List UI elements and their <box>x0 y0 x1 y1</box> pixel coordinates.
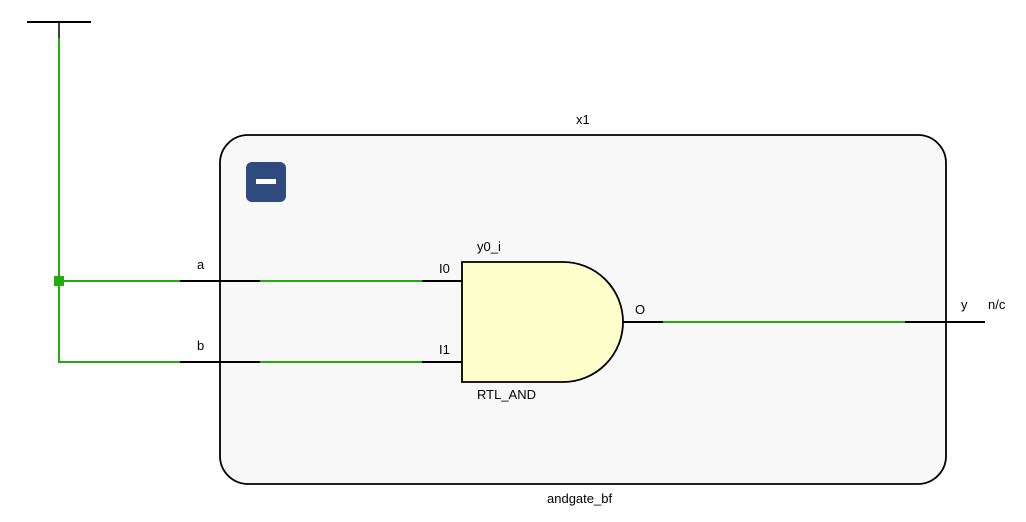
and-gate[interactable] <box>461 261 624 383</box>
net-junction <box>54 276 64 286</box>
pin-o-label: O <box>635 302 645 317</box>
module-label: andgate_bf <box>547 491 612 506</box>
instance-label: x1 <box>576 112 590 127</box>
no-connect-label: n/c <box>988 297 1006 312</box>
gate-type-label: RTL_AND <box>477 387 536 402</box>
port-y-label: y <box>961 297 968 312</box>
pin-i1-label: I1 <box>439 342 450 357</box>
port-b-label: b <box>197 338 204 353</box>
gate-instance-label: y0_i <box>477 239 501 254</box>
net-supply[interactable] <box>58 38 180 363</box>
minus-icon <box>256 179 276 184</box>
collapse-button[interactable] <box>246 162 286 202</box>
port-a-label: a <box>197 257 205 272</box>
pin-i0-label: I0 <box>439 261 450 276</box>
